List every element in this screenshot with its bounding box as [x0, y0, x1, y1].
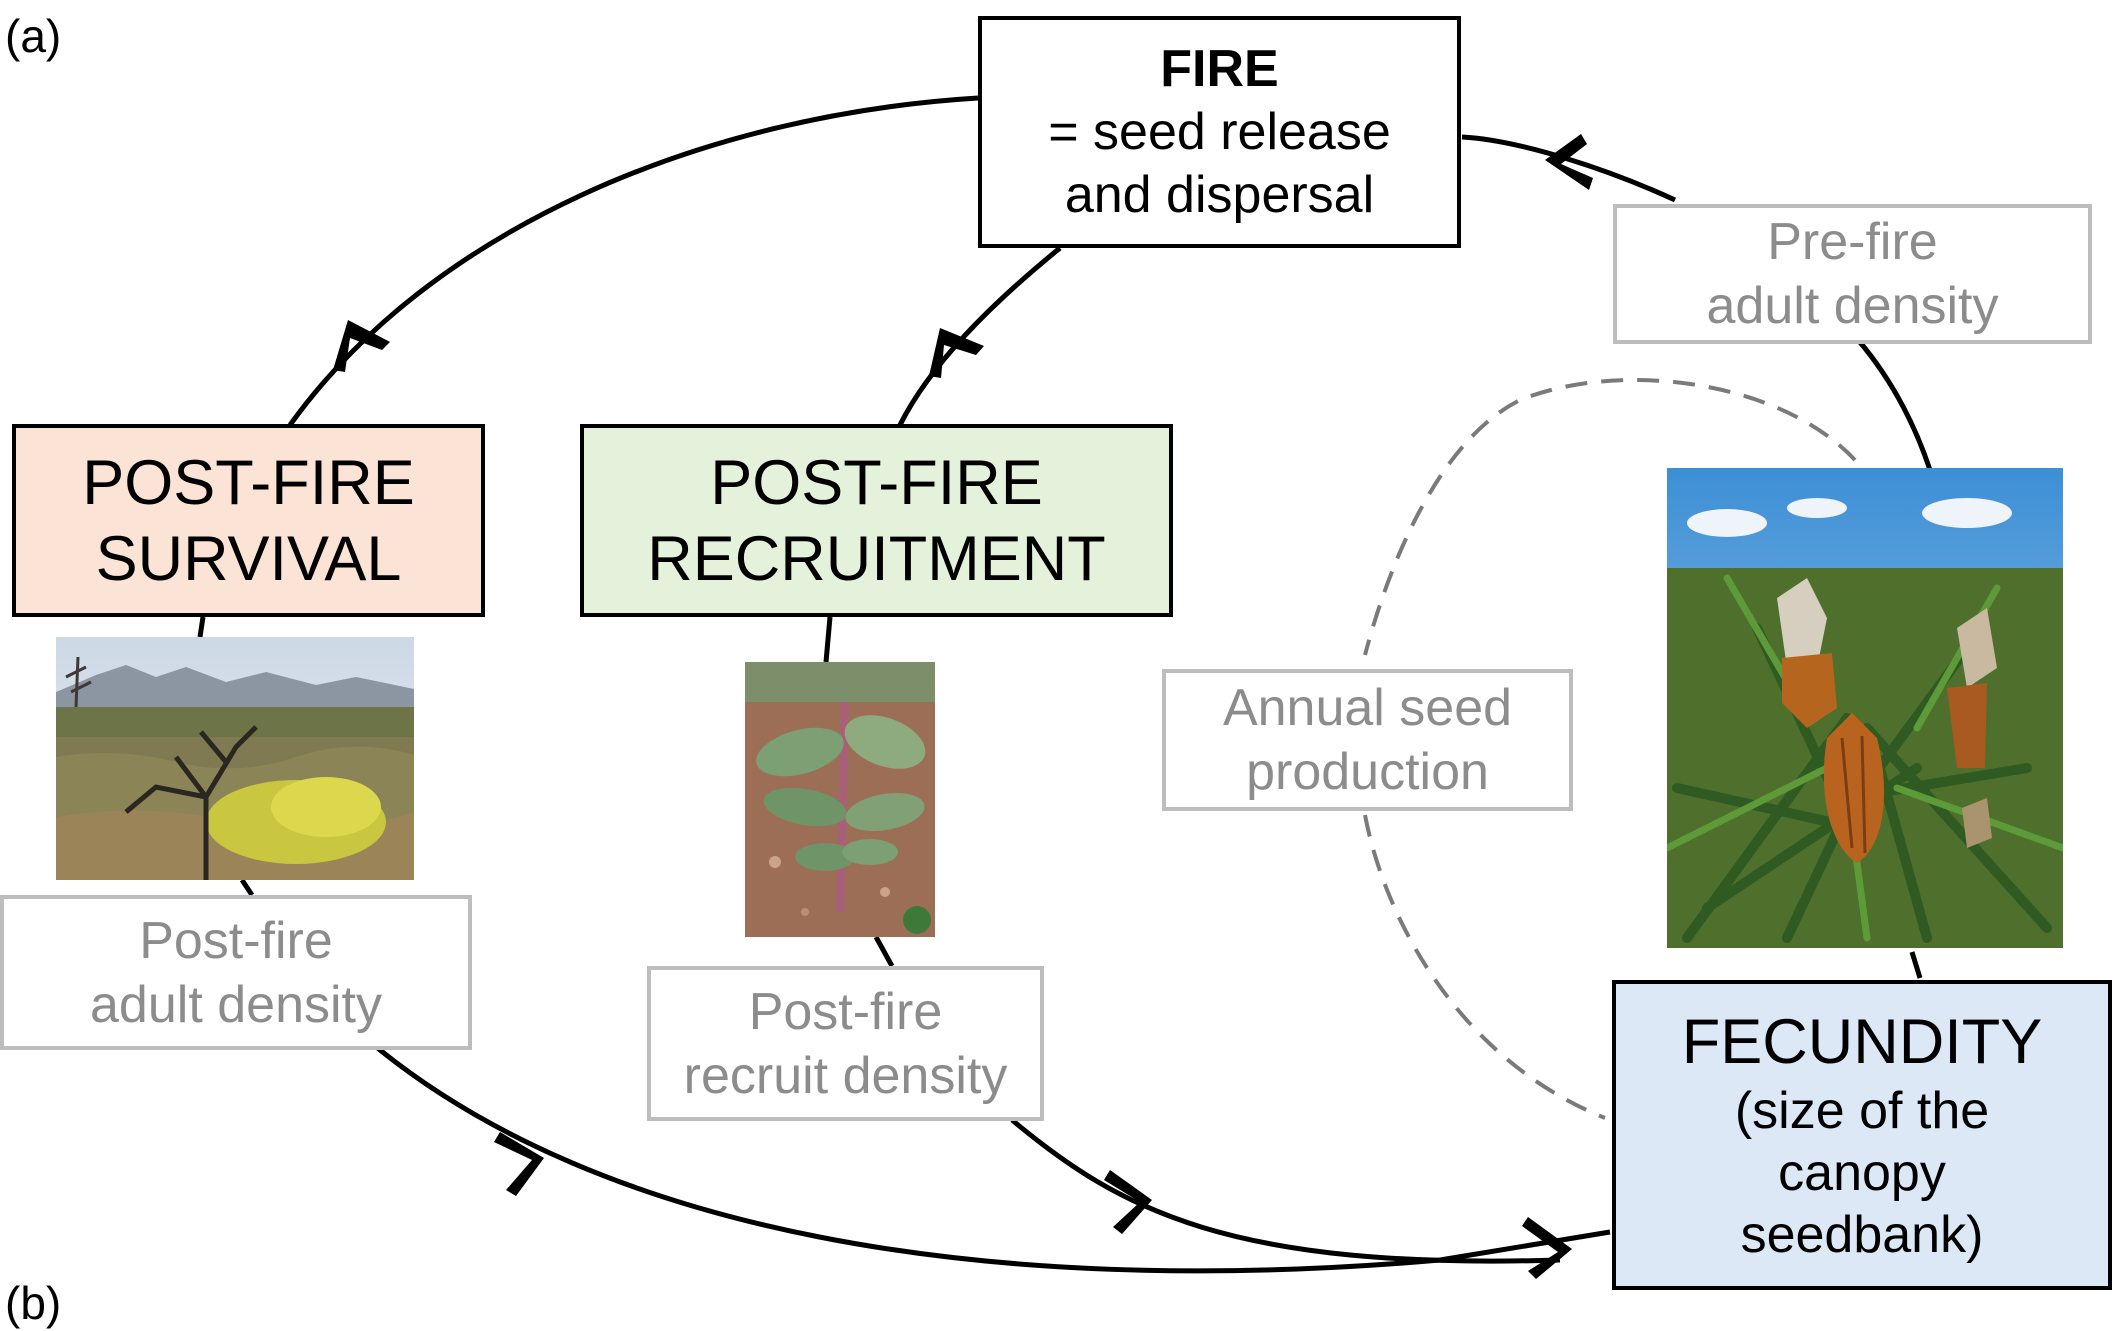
- pre-fire-line1: Pre-fire: [1767, 213, 1938, 271]
- recruitment-box: POST-FIRE RECRUITMENT: [580, 424, 1173, 617]
- fecundity-box: FECUNDITY (size of the canopy seedbank): [1612, 980, 2112, 1290]
- fecundity-line3: canopy: [1778, 1144, 1946, 1202]
- fire-box: FIRE = seed release and dispersal: [978, 16, 1461, 248]
- post-fire-recruit-line1: Post-fire: [748, 982, 943, 1041]
- fecundity-line2: (size of the: [1734, 1082, 1990, 1140]
- pre-fire-density-box: Pre-fire adult density: [1613, 204, 2092, 344]
- arc-recruit-to-fecundity: [1010, 1118, 1561, 1264]
- dashed-annual-seed-loop: [1363, 378, 1857, 1120]
- post-fire-recruit-line2: recruit density: [683, 1046, 1008, 1105]
- pre-fire-line2: adult density: [1706, 277, 1999, 335]
- protea-cones-photo: [1667, 468, 2063, 948]
- recruitment-line1: POST-FIRE: [710, 447, 1043, 518]
- annual-seed-box: Annual seed production: [1162, 669, 1573, 811]
- connector-photo-adult: [239, 878, 255, 897]
- survival-line2: SURVIVAL: [95, 523, 402, 594]
- connector-fecundity-photo: [1909, 951, 1923, 979]
- connector-survival-photo: [197, 616, 206, 638]
- recruitment-line2: RECRUITMENT: [647, 523, 1106, 594]
- fecundity-line1: FECUNDITY: [1681, 1007, 2043, 1077]
- survival-line1: POST-FIRE: [82, 447, 415, 518]
- arc-adult-to-fecundity: [373, 1044, 1611, 1274]
- connector-photo-recruit: [873, 935, 895, 968]
- fire-title: FIRE: [1160, 39, 1279, 98]
- annual-seed-line2: production: [1246, 743, 1489, 801]
- post-fire-adult-density-box: Post-fire adult density: [0, 895, 472, 1050]
- fecundity-line4: seedbank): [1740, 1206, 1984, 1264]
- cycle-connectors: [197, 95, 1933, 1279]
- panel-label-a: (a): [5, 10, 62, 62]
- burnt-landscape-photo: [56, 637, 414, 880]
- arrowhead-fecundity: [1522, 1217, 1572, 1279]
- post-fire-adult-line2: adult density: [90, 975, 382, 1034]
- panel-label-b: (b): [5, 1277, 62, 1329]
- arrowhead-fire: [1545, 134, 1593, 190]
- arc-fire-to-recruitment: [897, 246, 1062, 427]
- arrowhead-adult-path: [494, 1132, 544, 1196]
- connector-recruitment-photo: [823, 616, 833, 663]
- seedling-photo: [745, 662, 935, 937]
- annual-seed-line1: Annual seed: [1222, 679, 1513, 737]
- post-fire-adult-line1: Post-fire: [139, 911, 333, 970]
- fire-line2: and dispersal: [1064, 165, 1375, 224]
- arrowhead-survival: [333, 320, 390, 372]
- fire-line1: = seed release: [1048, 102, 1391, 161]
- post-fire-recruit-density-box: Post-fire recruit density: [647, 966, 1044, 1121]
- arrowhead-recruitment: [929, 328, 984, 378]
- arrowhead-recruit-path: [1104, 1170, 1152, 1234]
- survival-box: POST-FIRE SURVIVAL: [12, 424, 485, 617]
- arc-fire-to-survival: [287, 95, 979, 427]
